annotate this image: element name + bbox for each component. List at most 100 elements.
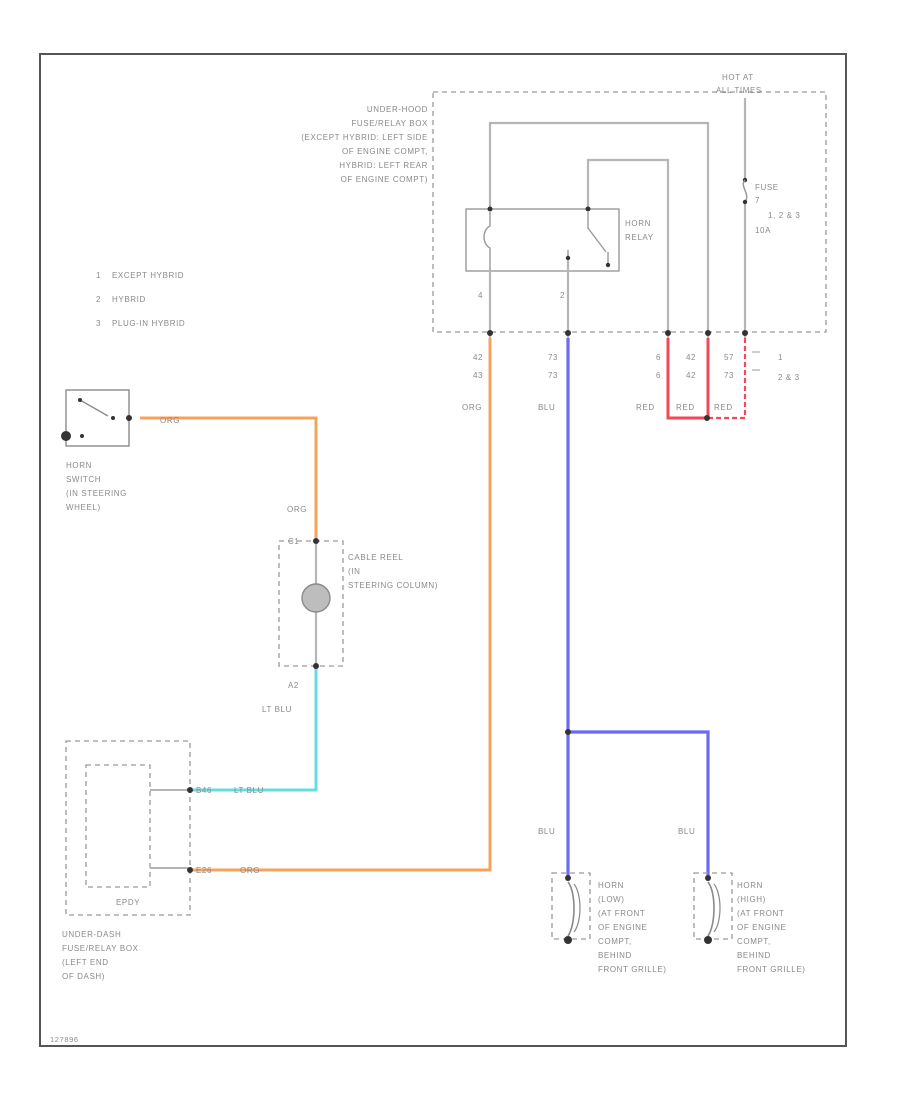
relay-pin-2: 2 — [560, 291, 565, 300]
underhood-box-outline — [432, 91, 827, 333]
horn-low-label-7: FRONT GRILLE) — [598, 965, 667, 974]
underhood-label-4: OF ENGINE COMPT, — [342, 147, 428, 156]
org-label-relay: ORG — [462, 403, 482, 412]
red-label-b: RED — [676, 403, 695, 412]
horn-low-label-1: HORN — [598, 881, 624, 890]
horn-high-label-6: BEHIND — [737, 951, 771, 960]
horn-low-label-5: COMPT, — [598, 937, 632, 946]
blu-wire-branch — [568, 730, 710, 878]
red-label-a: RED — [636, 403, 655, 412]
horn-switch-label-4: WHEEL) — [66, 503, 101, 512]
underdash-label-2: FUSE/RELAY BOX — [62, 944, 139, 953]
ground-icon — [61, 431, 71, 441]
org-wire-switch-to-reel — [140, 416, 318, 540]
connector-variant-2: 2 & 3 — [778, 373, 800, 382]
underdash-box-outline — [65, 740, 191, 916]
org-pin-e26: E26 — [196, 866, 212, 875]
a2-label: A2 — [288, 681, 299, 690]
lt-blu-pin-b46: B46 — [196, 786, 212, 795]
red-pin-a2: 6 — [656, 371, 661, 380]
underdash-inner-label: EPDY — [116, 898, 140, 907]
cable-reel-label-2: (IN — [348, 567, 360, 576]
red-pin-b2: 42 — [686, 371, 696, 380]
org-pin-a: 42 — [473, 353, 483, 362]
horn-relay: HORN RELAY 4 2 — [465, 206, 654, 300]
underhood-label-5: HYBRID: LEFT REAR — [339, 161, 428, 170]
horn-high-label-1: HORN — [737, 881, 763, 890]
red-splice — [704, 415, 710, 421]
horn-low-label-2: (LOW) — [598, 895, 625, 904]
horn-switch-icon — [79, 399, 109, 417]
legend-text-2: HYBRID — [112, 295, 146, 304]
red-pin-c1: 57 — [724, 353, 734, 362]
relay-switch-feed-wire — [586, 158, 670, 338]
underhood-terminals — [487, 330, 748, 336]
blu-pin-a: 73 — [548, 353, 558, 362]
horn-low-icon — [567, 881, 575, 937]
horn-low-outline — [551, 872, 591, 940]
horn-switch-body — [65, 389, 130, 447]
red-pin-a1: 6 — [656, 353, 661, 362]
fuse-variant: 1, 2 & 3 — [768, 211, 800, 220]
horn-high-ground-icon — [704, 936, 712, 944]
horn-switch-label-2: SWITCH — [66, 475, 101, 484]
cable-reel: C1 CABLE REEL (IN STEERING COLUMN) — [278, 537, 437, 669]
blu-label-high: BLU — [678, 827, 695, 836]
legend-num-3: 3 — [96, 319, 101, 328]
org-label-dash: ORG — [240, 866, 260, 875]
red-wire-c — [708, 338, 747, 420]
fuse-label: FUSE — [755, 183, 779, 192]
lt-blu-wire — [190, 668, 318, 792]
fuse-7: FUSE 7 1, 2 & 3 10A — [740, 177, 800, 235]
underdash-label-1: UNDER-DASH — [62, 930, 121, 939]
cable-reel-outline — [278, 540, 344, 667]
fuse-number: 7 — [755, 196, 760, 205]
horn-relay-label-2: RELAY — [625, 233, 654, 242]
horn-switch-label-3: (IN STEERING — [66, 489, 127, 498]
relay-coil-feed-wire — [488, 121, 710, 338]
lt-blu-label-dash: LT BLU — [234, 786, 264, 795]
horn-switch: HORN SWITCH (IN STEERING WHEEL) — [61, 389, 132, 512]
horn-high-label-2: (HIGH) — [737, 895, 766, 904]
horn-relay-body — [465, 208, 620, 272]
legend-text-1: EXCEPT HYBRID — [112, 271, 184, 280]
horn-switch-label-1: HORN — [66, 461, 92, 470]
org-label-switch: ORG — [160, 416, 180, 425]
connector-variant-1: 1 — [778, 353, 783, 362]
red-label-c: RED — [714, 403, 733, 412]
legend: 1 EXCEPT HYBRID 2 HYBRID 3 PLUG-IN HYBRI… — [96, 271, 185, 328]
org-wire-relay-to-dash — [190, 338, 492, 872]
org-pin-b: 43 — [473, 371, 483, 380]
horn-low: HORN (LOW) (AT FRONT OF ENGINE COMPT, BE… — [551, 872, 667, 974]
org-label-reel: ORG — [287, 505, 307, 514]
underhood-fuse-relay-box: UNDER-HOOD FUSE/RELAY BOX (EXCEPT HYBRID… — [301, 91, 827, 333]
legend-num-2: 2 — [96, 295, 101, 304]
underhood-label-2: FUSE/RELAY BOX — [351, 119, 428, 128]
diagram-frame — [39, 53, 847, 1047]
horn-high-label-3: (AT FRONT — [737, 909, 784, 918]
relay-pin-4: 4 — [478, 291, 483, 300]
underdash-label-3: (LEFT END — [62, 958, 109, 967]
horn-low-label-6: BEHIND — [598, 951, 632, 960]
blu-label-top: BLU — [538, 403, 555, 412]
diagram-code: 127896 — [50, 1035, 79, 1044]
cable-reel-icon — [301, 583, 331, 613]
horn-high-label-7: FRONT GRILLE) — [737, 965, 806, 974]
horn-high: HORN (HIGH) (AT FRONT OF ENGINE COMPT, B… — [693, 872, 806, 974]
underdash-fuse-relay-box: EPDY UNDER-DASH FUSE/RELAY BOX (LEFT END… — [62, 740, 193, 981]
horn-high-label-5: COMPT, — [737, 937, 771, 946]
blu-label-low: BLU — [538, 827, 555, 836]
fuse-rating: 10A — [755, 226, 771, 235]
legend-text-3: PLUG-IN HYBRID — [112, 319, 185, 328]
horn-low-ground-icon — [564, 936, 572, 944]
red-pin-b1: 42 — [686, 353, 696, 362]
blu-pin-b: 73 — [548, 371, 558, 380]
horn-high-label-4: OF ENGINE — [737, 923, 786, 932]
underdash-inner-module — [85, 764, 151, 888]
hot-at-label-1: HOT AT — [722, 73, 754, 82]
lt-blu-label-reel: LT BLU — [262, 705, 292, 714]
hot-at-label-2: ALL TIMES — [716, 86, 762, 95]
horn-relay-label-1: HORN — [625, 219, 651, 228]
horn-low-label-4: OF ENGINE — [598, 923, 647, 932]
